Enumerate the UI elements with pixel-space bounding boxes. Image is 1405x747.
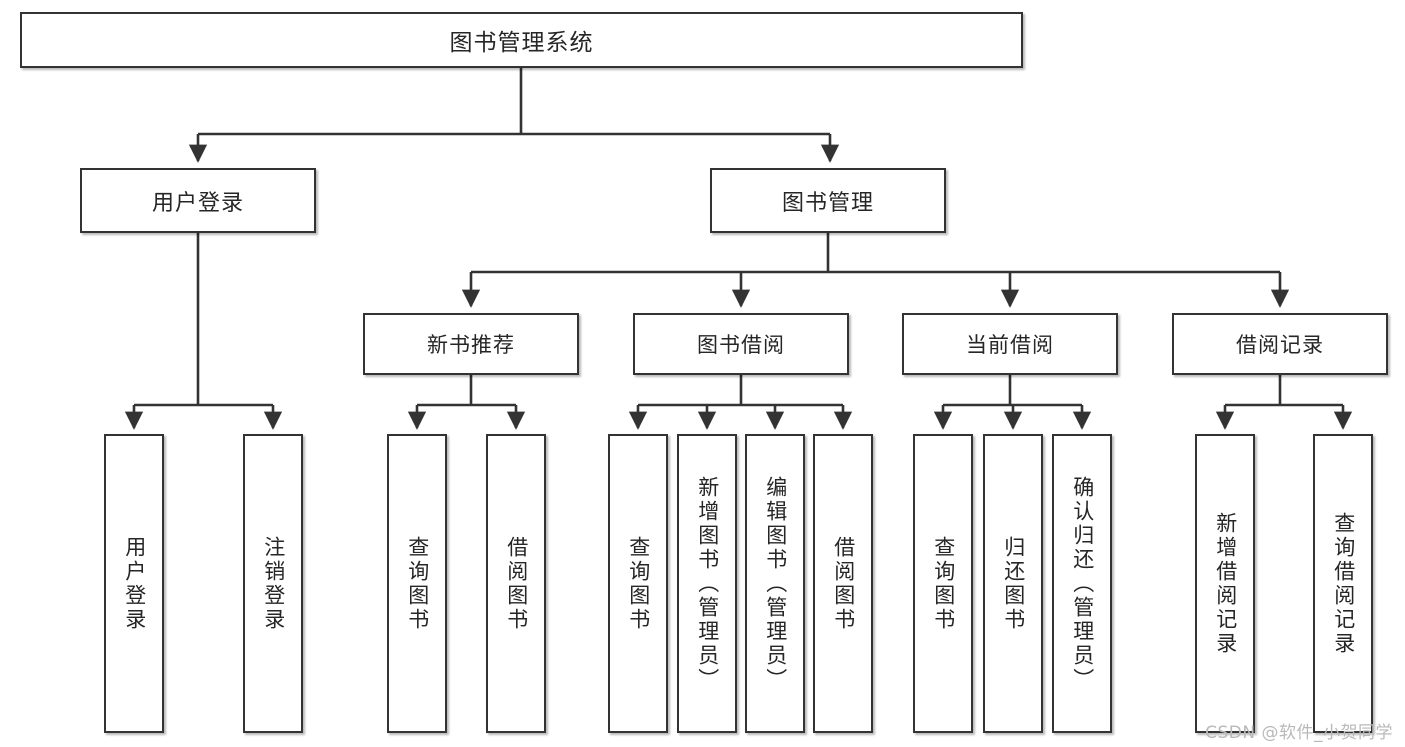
node-leaf-label: 查询借阅记录	[1331, 511, 1356, 656]
node-leaf-label: 新增图书（管理员）	[695, 475, 720, 692]
node-leaf-label: 注销登录	[261, 535, 286, 632]
node-leaf-label: 查询图书	[405, 535, 430, 632]
node-leaf-label: 查询图书	[626, 535, 651, 632]
node-user-login[interactable]: 用户登录	[80, 168, 316, 233]
node-leaf-borrow-book-1[interactable]: 借阅图书	[486, 434, 546, 733]
node-leaf-query-book-1[interactable]: 查询图书	[387, 434, 447, 733]
node-leaf-label: 编辑图书（管理员）	[763, 475, 788, 692]
node-book-borrow[interactable]: 图书借阅	[633, 313, 849, 375]
node-book-manage[interactable]: 图书管理	[710, 168, 946, 233]
node-leaf-query-record[interactable]: 查询借阅记录	[1313, 434, 1373, 733]
node-leaf-label: 借阅图书	[831, 535, 856, 632]
watermark: CSDN @软件_小贺同学	[1205, 723, 1393, 743]
node-new-book-rec[interactable]: 新书推荐	[363, 313, 579, 375]
node-leaf-confirm-return[interactable]: 确认归还（管理员）	[1052, 434, 1112, 733]
node-new-book-rec-label: 新书推荐	[427, 333, 515, 357]
node-leaf-label: 查询图书	[931, 535, 956, 632]
node-leaf-user-login[interactable]: 用户登录	[104, 434, 164, 733]
node-current-borrow-label: 当前借阅	[966, 333, 1054, 357]
node-leaf-label: 新增借阅记录	[1213, 511, 1238, 656]
node-leaf-query-book-3[interactable]: 查询图书	[913, 434, 973, 733]
node-leaf-label: 用户登录	[122, 535, 147, 632]
node-root-label: 图书管理系统	[449, 30, 594, 56]
node-book-borrow-label: 图书借阅	[697, 333, 785, 357]
node-leaf-add-book[interactable]: 新增图书（管理员）	[677, 434, 737, 733]
node-book-manage-label: 图书管理	[781, 190, 874, 216]
node-leaf-return-book[interactable]: 归还图书	[983, 434, 1043, 733]
node-leaf-label: 借阅图书	[504, 535, 529, 632]
node-leaf-logout[interactable]: 注销登录	[243, 434, 303, 733]
node-borrow-record[interactable]: 借阅记录	[1172, 313, 1388, 375]
node-leaf-add-record[interactable]: 新增借阅记录	[1195, 434, 1255, 733]
node-current-borrow[interactable]: 当前借阅	[902, 313, 1118, 375]
node-leaf-edit-book[interactable]: 编辑图书（管理员）	[745, 434, 805, 733]
node-leaf-borrow-book-2[interactable]: 借阅图书	[813, 434, 873, 733]
node-leaf-label: 确认归还（管理员）	[1070, 475, 1095, 692]
node-leaf-label: 归还图书	[1001, 535, 1026, 632]
node-root[interactable]: 图书管理系统	[20, 12, 1023, 68]
node-borrow-record-label: 借阅记录	[1236, 333, 1324, 357]
node-user-login-label: 用户登录	[151, 190, 244, 216]
node-leaf-query-book-2[interactable]: 查询图书	[608, 434, 668, 733]
